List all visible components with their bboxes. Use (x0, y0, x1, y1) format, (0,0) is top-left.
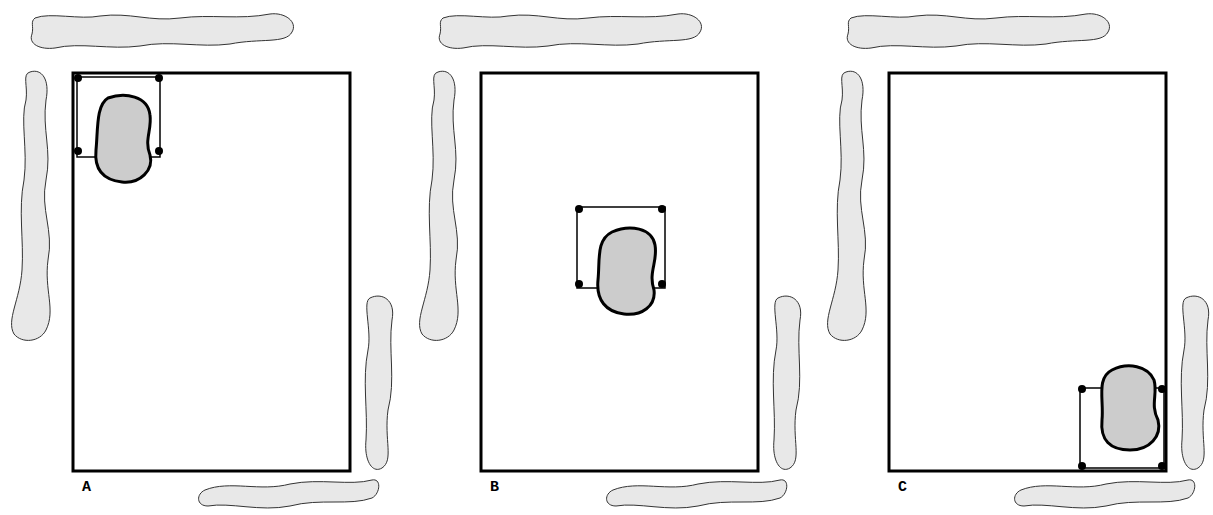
selection-box (575, 205, 666, 314)
panel-label: C (898, 479, 907, 497)
panel-label: B (490, 479, 499, 497)
panel-label: A (82, 479, 91, 497)
page-with-strips (828, 14, 1209, 508)
selection-box (74, 74, 163, 182)
page-with-strips (12, 14, 393, 508)
page-with-strips (420, 14, 801, 508)
selection-box (1078, 366, 1166, 470)
